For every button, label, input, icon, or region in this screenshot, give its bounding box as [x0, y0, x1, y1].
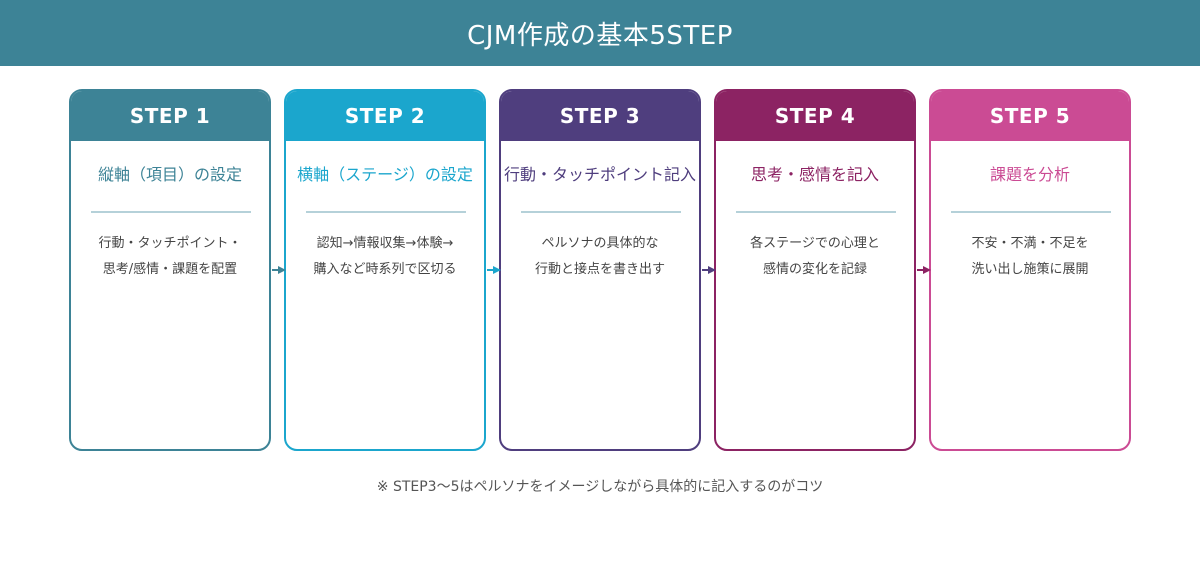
step-title: 縦軸（項目）の設定	[97, 165, 242, 184]
arrow-icon	[272, 266, 286, 274]
footnote: ※ STEP3〜5はペルソナをイメージしながら具体的に記入するのがコツ	[376, 479, 824, 495]
step-description: 認知→情報収集→体験→ 購入など時系列で区切る	[313, 236, 457, 277]
arrow-icon	[487, 266, 501, 274]
divider	[951, 211, 1111, 213]
step-title: 横軸（ステージ）の設定	[297, 165, 473, 184]
step-title: 課題を分析	[989, 165, 1070, 184]
divider	[736, 211, 896, 213]
step-description: ペルソナの具体的な 行動と接点を書き出す	[534, 236, 665, 277]
step-label: STEP 4	[774, 104, 856, 128]
step-header: STEP 1	[71, 91, 269, 141]
step-description: 各ステージでの心理と 感情の変化を記録	[750, 236, 880, 277]
step-header: STEP 4	[716, 91, 914, 141]
step-label: STEP 2	[344, 104, 426, 128]
arrow-icon	[917, 266, 931, 274]
header-bar: CJM作成の基本5STEP	[0, 0, 1200, 66]
step-description: 行動・タッチポイント・ 思考/感情・課題を配置	[98, 236, 242, 277]
divider	[306, 211, 466, 213]
step-header: STEP 3	[501, 91, 699, 141]
step-card-3: STEP 3 行動・タッチポイント記入 ペルソナの具体的な 行動と接点を書き出す	[499, 89, 701, 451]
divider	[521, 211, 681, 213]
step-card-5: STEP 5 課題を分析 不安・不満・不足を 洗い出し施策に展開	[929, 89, 1131, 451]
step-label: STEP 5	[989, 104, 1071, 128]
step-header: STEP 2	[286, 91, 484, 141]
arrow-icon	[702, 266, 716, 274]
step-label: STEP 1	[129, 104, 211, 128]
step-description: 不安・不満・不足を 洗い出し施策に展開	[971, 236, 1089, 277]
page-title: CJM作成の基本5STEP	[467, 20, 733, 51]
step-card-2: STEP 2 横軸（ステージ）の設定 認知→情報収集→体験→ 購入など時系列で区…	[284, 89, 486, 451]
step-title: 思考・感情を記入	[750, 165, 879, 184]
step-header: STEP 5	[931, 91, 1129, 141]
step-label: STEP 3	[559, 104, 641, 128]
step-title: 行動・タッチポイント記入	[503, 165, 696, 184]
step-card-4: STEP 4 思考・感情を記入 各ステージでの心理と 感情の変化を記録	[714, 89, 916, 451]
divider	[91, 211, 251, 213]
step-card-1: STEP 1 縦軸（項目）の設定 行動・タッチポイント・ 思考/感情・課題を配置	[69, 89, 271, 451]
